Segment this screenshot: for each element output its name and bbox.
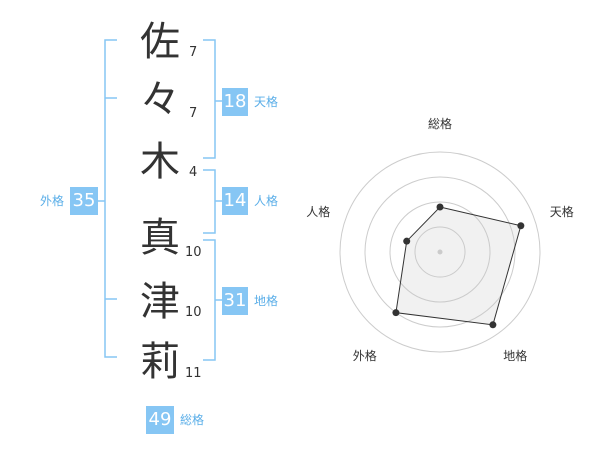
radar-ring-4 xyxy=(339,151,541,353)
chikaku-label: 地格 xyxy=(254,294,279,308)
stroke-count-2: 7 xyxy=(189,106,198,121)
tenkaku-label: 天格 xyxy=(254,95,279,109)
tenkaku-bracket xyxy=(203,39,216,159)
radar-polygon xyxy=(395,206,522,326)
radar-center xyxy=(437,249,443,255)
radar-point-2 xyxy=(489,321,497,329)
stroke-count-4: 10 xyxy=(185,245,202,260)
stroke-count-6: 11 xyxy=(185,366,202,381)
radar-axis-label-gaikaku: 外格 xyxy=(352,348,377,363)
radar-point-4 xyxy=(403,237,411,245)
jinkaku-label: 人格 xyxy=(254,194,279,208)
stroke-count-3: 4 xyxy=(189,165,198,180)
radar-ring-2 xyxy=(389,201,491,303)
radar-axis-label-tenkaku: 天格 xyxy=(549,205,574,220)
radar-axis-label-chikaku: 地格 xyxy=(503,348,528,363)
radar-axis-label-soukaku: 総格 xyxy=(428,117,453,131)
radar-axis-label-jinkaku: 人格 xyxy=(306,205,331,220)
stroke-count-1: 7 xyxy=(189,45,198,60)
radar-ring-1 xyxy=(414,226,466,278)
radar-point-0 xyxy=(436,203,444,211)
name-char-6: 莉 xyxy=(140,339,180,385)
chikaku-badge: 31 xyxy=(222,287,248,315)
radar-point-3 xyxy=(392,309,400,317)
name-char-5: 津 xyxy=(140,279,180,325)
name-char-2: 々 xyxy=(140,77,180,123)
gaikaku-label: 外格 xyxy=(40,194,65,208)
name-char-1: 佐 xyxy=(140,19,180,65)
gaikaku-bracket xyxy=(104,39,117,358)
stroke-count-5: 10 xyxy=(185,305,202,320)
soukaku-badge: 49 xyxy=(146,406,174,434)
radar-ring-3 xyxy=(364,176,516,328)
name-char-4: 真 xyxy=(140,215,180,261)
gaikaku-badge: 35 xyxy=(70,187,98,215)
radar-point-1 xyxy=(517,222,525,230)
tenkaku-badge: 18 xyxy=(222,88,248,116)
jinkaku-badge: 14 xyxy=(222,187,248,215)
name-char-3: 木 xyxy=(140,139,180,185)
soukaku-label: 総格 xyxy=(180,413,205,427)
